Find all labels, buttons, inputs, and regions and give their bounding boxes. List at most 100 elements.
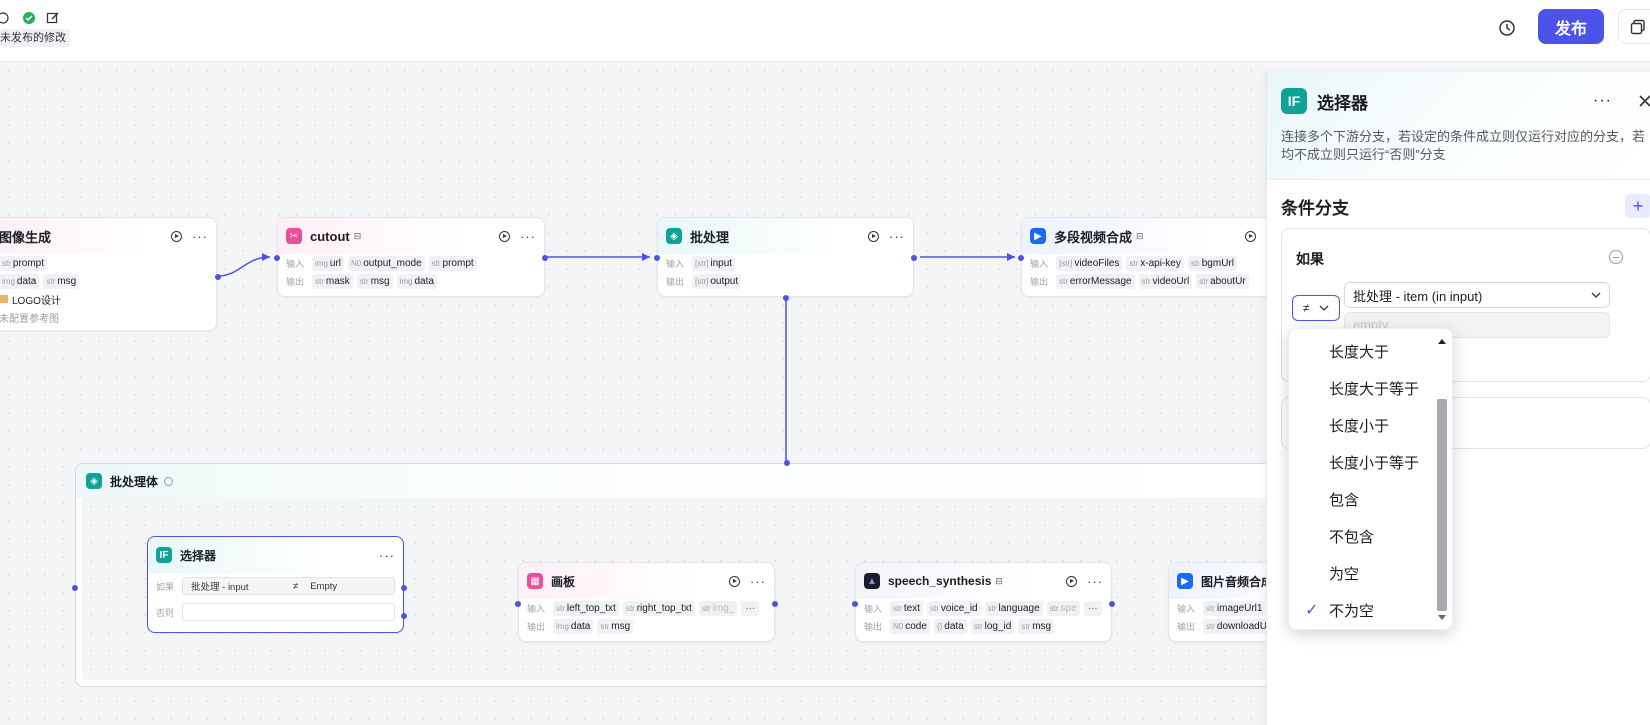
option-label: 长度小于等于 bbox=[1329, 454, 1420, 472]
more-icon[interactable]: ··· bbox=[889, 228, 905, 244]
more-icon[interactable]: ··· bbox=[1087, 573, 1103, 589]
node-header: 图像生成 ··· bbox=[0, 218, 216, 254]
option-not-contains[interactable]: 不包含 bbox=[1289, 518, 1431, 554]
more-params[interactable]: ··· bbox=[741, 600, 760, 616]
input-row: 输入 [str]input bbox=[658, 254, 913, 272]
more-icon[interactable]: ··· bbox=[192, 228, 208, 244]
option-contains[interactable]: 包含 bbox=[1289, 481, 1431, 517]
run-icon[interactable] bbox=[1245, 230, 1256, 242]
batch-body-start-port[interactable] bbox=[72, 585, 78, 591]
output-port[interactable] bbox=[542, 255, 548, 261]
dropdown-scrollbar[interactable] bbox=[1435, 335, 1447, 625]
more-icon[interactable]: ··· bbox=[1593, 92, 1612, 109]
input-label: 输入 bbox=[864, 603, 883, 614]
option-length-lte[interactable]: 长度小于等于 bbox=[1289, 444, 1431, 480]
scroll-thumb[interactable] bbox=[1437, 399, 1447, 611]
node-batch[interactable]: ◈ 批处理 ··· 输入 [str]input 输出 [str]output bbox=[654, 217, 917, 301]
more-icon[interactable]: ··· bbox=[520, 228, 536, 244]
run-icon[interactable] bbox=[499, 230, 510, 242]
operand-select[interactable]: 批处理 - item (in input) bbox=[1344, 282, 1610, 308]
more-icon[interactable]: ··· bbox=[379, 547, 395, 563]
param-tag: {}data bbox=[933, 618, 967, 634]
output-port[interactable] bbox=[911, 255, 917, 261]
node-video-compose[interactable]: ▶ 多段视频合成 ⊟ ··· 输入 [str]videoFiles strx-a… bbox=[1018, 217, 1266, 297]
condition-value: Empty bbox=[310, 580, 338, 592]
option-not-empty[interactable]: ✓ 不为空 bbox=[1289, 592, 1431, 628]
type-label: [str] bbox=[695, 258, 709, 268]
option-length-lt[interactable]: 长度小于 bbox=[1289, 407, 1431, 443]
if-output-port[interactable] bbox=[401, 585, 407, 591]
input-label: 输入 bbox=[286, 258, 305, 269]
param-name: downloadUr bbox=[1216, 620, 1266, 632]
node-header: ✂ cutout ⊟ ··· bbox=[278, 218, 544, 254]
more-params[interactable]: ··· bbox=[1083, 600, 1102, 616]
output-port[interactable] bbox=[215, 274, 221, 280]
scroll-up-arrow[interactable] bbox=[1438, 339, 1446, 344]
else-output-port[interactable] bbox=[401, 613, 407, 619]
more-icon[interactable]: ··· bbox=[750, 573, 766, 589]
scroll-down-arrow[interactable] bbox=[1438, 615, 1446, 620]
type-label: str bbox=[431, 258, 441, 268]
run-icon[interactable] bbox=[171, 230, 182, 242]
node-header: IF 选择器 ··· bbox=[148, 537, 403, 573]
option-label: 不包含 bbox=[1329, 528, 1375, 546]
param-tag: [str]videoFiles bbox=[1056, 255, 1123, 271]
option-length-gt[interactable]: 长度大于 bbox=[1289, 333, 1431, 369]
edit-icon[interactable] bbox=[46, 11, 60, 25]
run-icon[interactable] bbox=[1066, 575, 1077, 587]
logo-row: LOGO设计 bbox=[0, 290, 216, 308]
param-name: text bbox=[903, 602, 921, 614]
close-icon[interactable] bbox=[1638, 94, 1650, 108]
type-label: str bbox=[46, 276, 56, 286]
output-label: 输出 bbox=[286, 276, 305, 287]
if-label: 如果 bbox=[156, 581, 175, 592]
history-button[interactable] bbox=[1495, 16, 1519, 40]
input-port[interactable] bbox=[1018, 255, 1024, 261]
duplicate-button[interactable] bbox=[1618, 9, 1650, 44]
output-port[interactable] bbox=[1109, 601, 1115, 607]
node-selector[interactable]: IF 选择器 ··· 如果 批处理 - input ≠ Empty 否则 bbox=[147, 536, 407, 633]
output-port[interactable] bbox=[772, 601, 778, 607]
add-branch-button[interactable]: + bbox=[1625, 194, 1650, 218]
type-label: str bbox=[1049, 603, 1059, 613]
batch-body-top-port[interactable] bbox=[784, 460, 790, 466]
input-port[interactable] bbox=[654, 255, 660, 261]
type-label: str bbox=[701, 603, 711, 613]
type-label: str bbox=[600, 621, 610, 631]
remove-branch-icon[interactable] bbox=[1609, 250, 1623, 264]
option-is-empty[interactable]: 为空 bbox=[1289, 555, 1431, 591]
option-length-gte[interactable]: 长度大于等于 bbox=[1289, 370, 1431, 406]
publish-button[interactable]: 发布 bbox=[1538, 9, 1604, 44]
input-port[interactable] bbox=[515, 601, 521, 607]
condition-box[interactable]: 批处理 - input ≠ Empty bbox=[182, 577, 395, 595]
input-port[interactable] bbox=[274, 255, 280, 261]
param-name: msg bbox=[611, 620, 631, 632]
run-icon[interactable] bbox=[729, 575, 740, 587]
plugin-icon: ⊟ bbox=[995, 575, 1003, 586]
type-label: str bbox=[987, 603, 997, 613]
param-name: output bbox=[710, 275, 739, 287]
operator-select[interactable]: ≠ bbox=[1292, 295, 1340, 321]
option-label: 包含 bbox=[1329, 491, 1360, 509]
input-port[interactable] bbox=[852, 601, 858, 607]
option-label: 长度小于 bbox=[1329, 417, 1390, 435]
batch-body-port[interactable] bbox=[783, 295, 789, 301]
run-icon[interactable] bbox=[868, 230, 879, 242]
